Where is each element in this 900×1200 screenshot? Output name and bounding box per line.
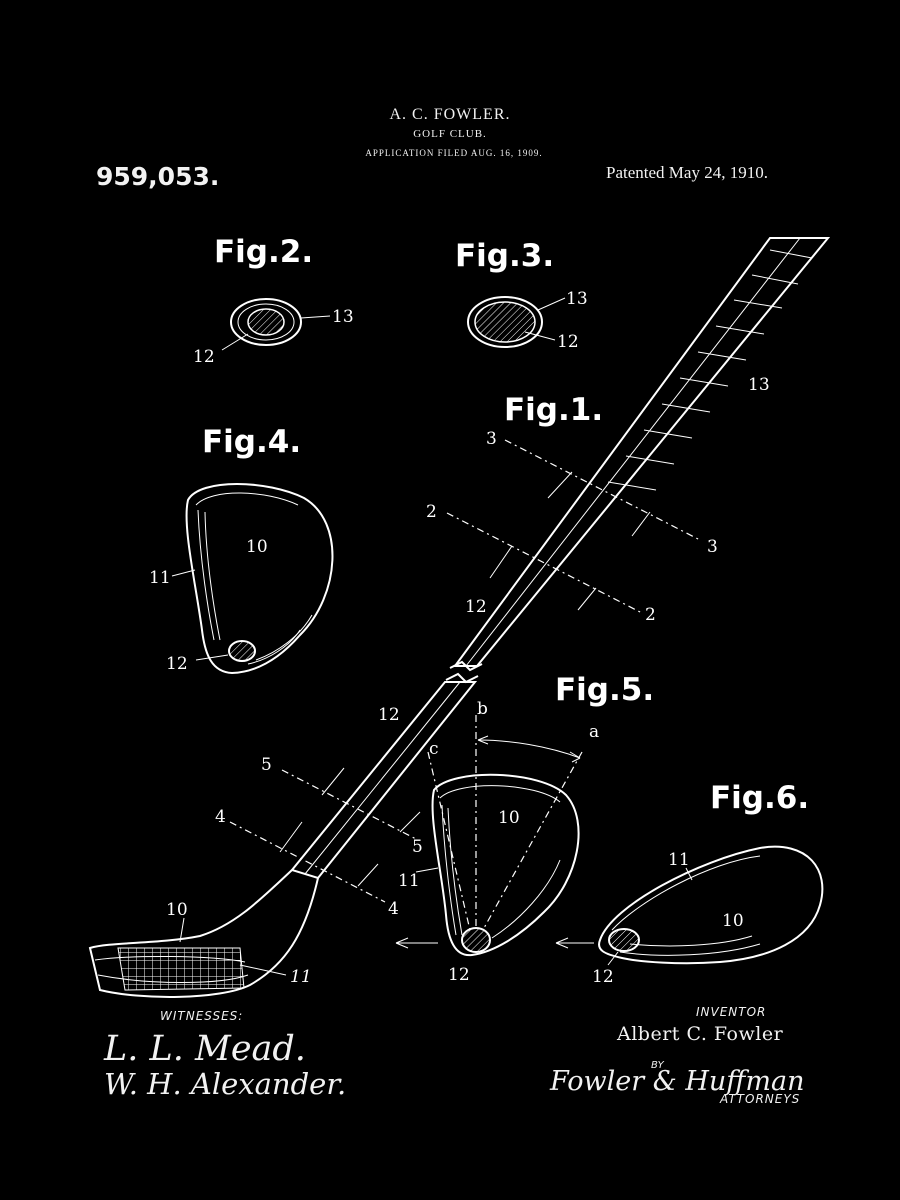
fig5-title: Fig.5. — [555, 672, 654, 708]
fig5-label-c: c — [429, 739, 439, 759]
fig6-head-section — [555, 845, 824, 966]
attorneys-signature: Fowler & Huffman — [549, 1066, 805, 1097]
fig2-label-13: 13 — [332, 307, 354, 327]
application-date: APPLICATION FILED AUG. 16, 1909. — [365, 148, 543, 158]
attorneys-label: ATTORNEYS — [719, 1092, 800, 1106]
fig1-club-shaft — [88, 237, 831, 998]
fig3-disc — [467, 296, 566, 348]
fig3-label-12: 12 — [557, 332, 579, 352]
fig5-label-11: 11 — [398, 871, 420, 891]
witness-signature-2: W. H. Alexander. — [104, 1067, 346, 1101]
fig5-label-a: a — [589, 722, 599, 742]
fig1-label-13: 13 — [748, 375, 770, 395]
fig6-label-10: 10 — [722, 911, 744, 931]
fig4-label-10: 10 — [246, 537, 268, 557]
fig2-label-12: 12 — [193, 347, 215, 367]
fig1-label-2b: 2 — [645, 605, 656, 625]
fig6-label-12: 12 — [592, 967, 614, 987]
fig6-label-11: 11 — [668, 850, 690, 870]
fig1-section-lines — [229, 439, 701, 903]
witnesses-label: WITNESSES: — [160, 1009, 243, 1023]
fig6-title: Fig.6. — [710, 780, 809, 816]
fig1-label-3b: 3 — [707, 537, 718, 557]
fig1-label-3a: 3 — [486, 429, 497, 449]
fig2-title: Fig.2. — [214, 234, 313, 270]
fig1-label-10: 10 — [166, 900, 188, 920]
fig1-label-5a: 5 — [261, 755, 272, 775]
fig1-label-12a: 12 — [465, 597, 487, 617]
fig1-label-5b: 5 — [412, 837, 423, 857]
fig2-ring — [221, 298, 331, 351]
fig1-label-4b: 4 — [388, 899, 399, 919]
fig1-label-2a: 2 — [426, 502, 437, 522]
patent-number: 959,053. — [96, 162, 220, 191]
fig3-title: Fig.3. — [455, 238, 554, 274]
inventor-name: Albert C. Fowler — [616, 1023, 784, 1045]
inventor-label: INVENTOR — [696, 1005, 766, 1019]
fig1-label-4a: 4 — [215, 807, 226, 827]
by-label: BY — [651, 1060, 665, 1071]
fig5-label-b: b — [477, 699, 488, 719]
fig5-label-10: 10 — [498, 808, 520, 828]
fig1-title: Fig.1. — [504, 392, 603, 428]
fig4-head-section — [171, 483, 334, 675]
invention-title: GOLF CLUB. — [413, 128, 487, 140]
fig3-label-13: 13 — [566, 289, 588, 309]
inventor-header: A. C. FOWLER. — [389, 106, 511, 123]
fig1-label-11: 11 — [290, 967, 312, 987]
fig4-label-11: 11 — [149, 568, 171, 588]
fig4-title: Fig.4. — [202, 424, 301, 460]
fig5-head-section — [395, 715, 583, 957]
witness-signature-1: L. L. Mead. — [103, 1029, 306, 1069]
fig1-label-12b: 12 — [378, 705, 400, 725]
fig4-label-12: 12 — [166, 654, 188, 674]
fig5-label-12: 12 — [448, 965, 470, 985]
patent-date: Patented May 24, 1910. — [606, 163, 768, 182]
